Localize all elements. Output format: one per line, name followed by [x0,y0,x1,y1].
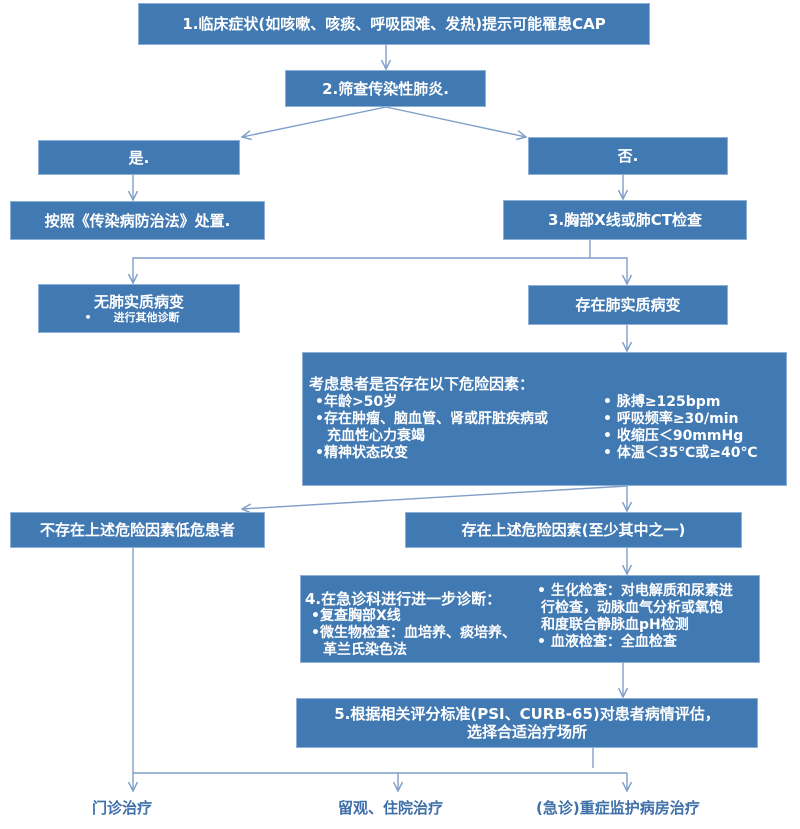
risk-title: 考虑患者是否存在以下危险因素： [309,375,535,393]
arrow-step2-yes [242,106,387,137]
risk-factors-box: 考虑患者是否存在以下危险因素： •年龄>50岁 •存在肿瘤、脑血管、肾或肝脏疾病… [302,352,787,486]
low-risk-box: 不存在上述危险因素低危患者 [10,512,265,548]
has-risk-box: 存在上述危险因素(至少其中之一) [405,512,742,548]
step5-line1: 5.根据相关评分标准(PSI、CURB-65)对患者病情评估， [334,705,720,723]
no-box: 否. [528,137,728,175]
step5-box: 5.根据相关评分标准(PSI、CURB-65)对患者病情评估， 选择合适治疗场所 [296,698,758,748]
step4-item: 革兰氏染色法 [323,642,407,658]
step2-box: 2.筛查传染性肺炎. [285,70,486,107]
outcome-icu: (急诊)重症监护病房治疗 [536,799,700,817]
step4-item: 和度联合静脉血pH检测 [541,617,689,633]
low-risk-text: 不存在上述危险因素低危患者 [39,521,235,539]
arrow-step3-nolesion [133,257,590,283]
risk-right-list: • 脉搏≥125bpm • 呼吸频率≥30/min • 收缩压＜90mmHg •… [603,394,757,462]
yes-action-text: 按照《传染病防治法》处置. [44,211,231,230]
arrow-step2-no [385,106,526,137]
step3-box: 3.胸部X线或肺CT检查 [503,200,747,240]
step4-right: • 生化检查：对电解质和尿素进 行检查，动脉血气分析或氧饱 和度联合静脉血pH检… [537,583,733,651]
step4-item: • 血液检查：全血检查 [537,634,677,650]
step2-text: 2.筛查传染性肺炎. [322,79,449,98]
step1-box: 1.临床症状(如咳嗽、咳痰、呼吸困难、发热)提示可能罹患CAP [138,3,650,45]
risk-item: • 呼吸频率≥30/min [603,411,739,427]
risk-item: • 脉搏≥125bpm [603,394,721,410]
no-text: 否. [617,147,639,165]
risk-item: •存在肿瘤、脑血管、肾或肝脏疾病或 [315,411,548,427]
step4-left: 4.在急诊科进行进一步诊断： •复查胸部X线 •微生物检查：血培养、痰培养、 革… [305,590,516,659]
step4-title: 4.在急诊科进行进一步诊断： [305,590,502,608]
lesion-text: 存在肺实质病变 [575,296,681,314]
step4-item: •微生物检查：血培养、痰培养、 [311,625,516,641]
step5-line2: 选择合适治疗场所 [466,723,587,741]
risk-item: 充血性心力衰竭 [327,428,425,444]
no-lesion-box: 无肺实质病变 •进行其他诊断 [38,284,240,333]
no-lesion-title: 无肺实质病变 [93,292,184,311]
yes-box: 是. [38,140,240,175]
step4-box: 4.在急诊科进行进一步诊断： •复查胸部X线 •微生物检查：血培养、痰培养、 革… [300,575,760,663]
arrow-step3-lesion [590,257,627,284]
bullet-icon: • [84,310,92,324]
no-lesion-item: •进行其他诊断 [84,310,180,324]
risk-item: • 体温＜35℃或≥40℃ [603,445,758,461]
step4-item: • 生化检查：对电解质和尿素进 [537,583,733,599]
outcome-inpatient: 留观、住院治疗 [338,799,444,817]
has-risk-text: 存在上述危险因素(至少其中之一) [461,521,686,539]
yes-text: 是. [128,148,150,167]
outcome-outpatient: 门诊治疗 [92,799,153,817]
step4-item: 行检查，动脉血气分析或氧饱 [541,600,723,616]
risk-left-list: •年龄>50岁 •存在肿瘤、脑血管、肾或肝脏疾病或 充血性心力衰竭 •精神状态改… [315,394,548,462]
step4-item: •复查胸部X线 [311,608,401,624]
risk-item: •年龄>50岁 [315,394,398,410]
lesion-box: 存在肺实质病变 [528,285,728,325]
yes-action-box: 按照《传染病防治法》处置. [10,201,265,240]
step3-text: 3.胸部X线或肺CT检查 [548,211,702,229]
risk-item: • 收缩压＜90mmHg [603,428,744,444]
step1-text: 1.临床症状(如咳嗽、咳痰、呼吸困难、发热)提示可能罹患CAP [182,15,606,33]
risk-item: •精神状态改变 [315,445,408,461]
arrow-risk-low [242,485,628,509]
